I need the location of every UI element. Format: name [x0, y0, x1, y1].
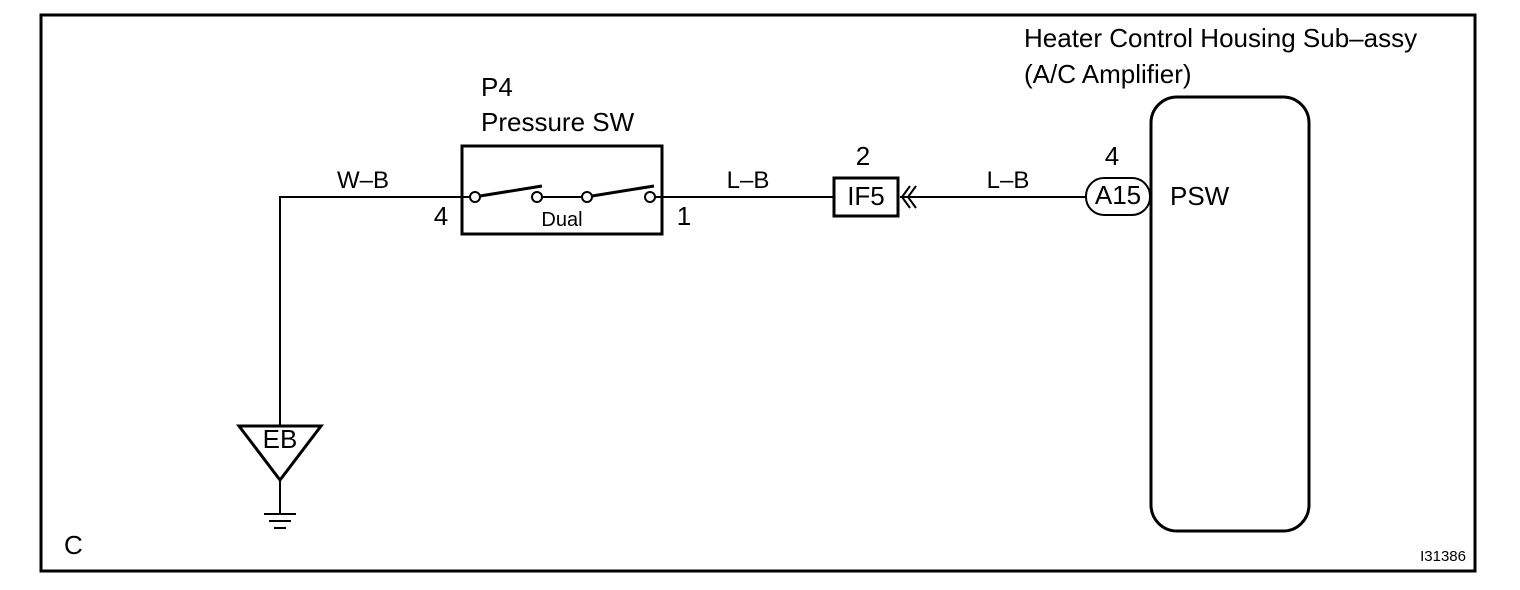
- amplifier-title-line1: Heater Control Housing Sub–assy: [1024, 23, 1417, 53]
- junction-if5-pin: 2: [856, 141, 870, 171]
- connector-a15-pin: 4: [1105, 141, 1119, 171]
- pressure-switch-box: [460, 144, 664, 236]
- amplifier-block: [1149, 95, 1311, 533]
- amplifier-terminal-label: PSW: [1170, 181, 1230, 211]
- wire-label-junction-to-amplifier: L–B: [987, 167, 1030, 194]
- figure-code: I31386: [1420, 548, 1466, 565]
- pressure-switch-type: Dual: [541, 209, 582, 231]
- pressure-switch-pin-left: 4: [434, 201, 448, 231]
- pressure-switch-name: Pressure SW: [481, 107, 635, 137]
- wire-ground-to-switch: [279, 196, 462, 426]
- junction-if5-label: IF5: [847, 181, 885, 211]
- ground-eb-label: EB: [263, 424, 298, 454]
- dual-switch-contacts-icon: [462, 184, 662, 203]
- ground-icon: [264, 480, 296, 529]
- amplifier-title-line2: (A/C Amplifier): [1024, 59, 1192, 89]
- frame-corner-letter: C: [64, 530, 83, 560]
- junction-chevron-icon-2: [906, 185, 917, 209]
- wire-label-ground-side: W–B: [337, 167, 389, 194]
- ground-eb-triangle: [235, 424, 325, 483]
- pressure-switch-code: P4: [481, 72, 513, 102]
- connector-a15-label: A15: [1095, 180, 1141, 210]
- wire-label-switch-to-junction: L–B: [727, 167, 770, 194]
- pressure-switch-pin-right: 1: [677, 201, 691, 231]
- junction-chevron-icon: [900, 185, 911, 209]
- diagram-frame: [39, 13, 1477, 573]
